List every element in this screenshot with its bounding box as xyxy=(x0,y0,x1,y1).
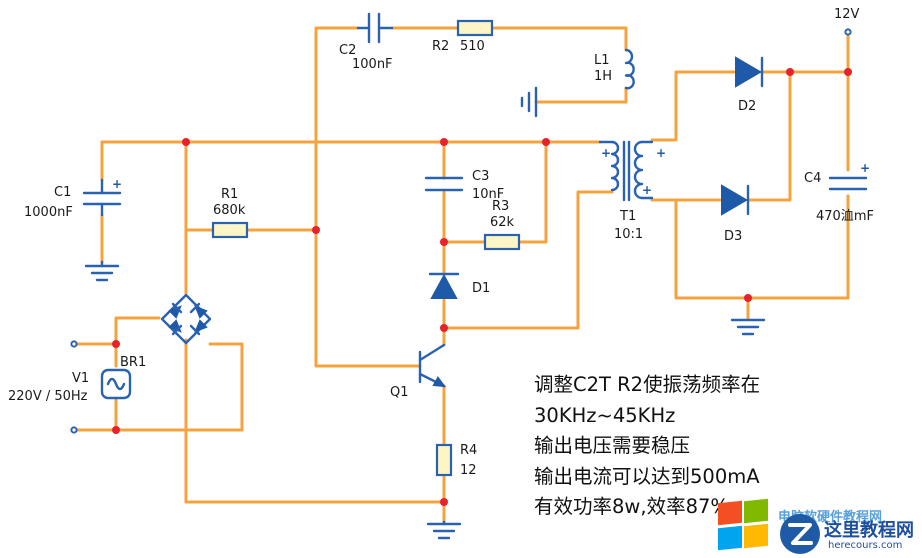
watermark: 电脑软硬件教程网 这里教程网 herecours.com xyxy=(716,498,922,557)
polarity-t1-secondary-top: + xyxy=(656,146,666,160)
watermark-z-icon xyxy=(780,514,820,554)
wires xyxy=(74,26,850,524)
ground-l1 xyxy=(520,86,538,118)
note-line-1: 调整C2T R2使振荡频率在 xyxy=(534,373,761,396)
note-line-2: 30KHz~45KHz xyxy=(534,403,676,427)
ground-c1 xyxy=(84,260,120,282)
design-notes: 调整C2T R2使振荡频率在 30KHz~45KHz 输出电压需要稳压 输出电流… xyxy=(534,370,760,523)
polarity-c4: + xyxy=(860,161,870,175)
label-d2-name: D2 xyxy=(738,99,756,114)
capacitor-c4 xyxy=(828,176,868,191)
label-r4-name: R4 xyxy=(460,443,477,458)
logo-square-red xyxy=(718,500,742,526)
resistor-r1 xyxy=(211,221,249,239)
resistor-r2 xyxy=(456,19,494,37)
bridge-rectifier-br1 xyxy=(160,293,212,345)
label-r2-value: 510 xyxy=(460,39,485,54)
polarity-c1: + xyxy=(112,177,122,191)
label-l1-name: L1 xyxy=(594,53,610,68)
capacitor-c1 xyxy=(82,178,122,217)
note-line-4: 输出电流可以达到500mA xyxy=(534,464,760,488)
terminals xyxy=(70,28,852,434)
inductor-l1 xyxy=(624,48,635,90)
junction-dots xyxy=(112,68,852,506)
note-line-5-b: 8w,效率 xyxy=(612,495,686,518)
label-v1-name: V1 xyxy=(72,371,89,386)
label-br1-name: BR1 xyxy=(120,355,146,370)
label-c3-name: C3 xyxy=(472,169,489,184)
label-r4-value: 12 xyxy=(460,463,477,478)
capacitor-c2 xyxy=(356,12,394,44)
logo-square-blue xyxy=(718,525,742,551)
logo-square-yellow xyxy=(744,523,768,549)
transformer-t1 xyxy=(598,140,654,202)
note-line-5-a: 有效功率 xyxy=(534,495,613,518)
label-vcc: 12V xyxy=(834,7,860,22)
polarity-t1-secondary-bottom: + xyxy=(642,183,652,197)
watermark-title: 这里教程网 xyxy=(824,520,914,541)
label-d1-name: D1 xyxy=(472,281,490,296)
windows-logo-icon xyxy=(716,498,772,552)
label-c2-name: C2 xyxy=(339,43,356,58)
label-t1-value: 10:1 xyxy=(614,227,643,242)
z-glyph-icon xyxy=(788,523,813,545)
logo-square-green xyxy=(744,498,768,524)
ac-source-v1 xyxy=(100,368,132,400)
label-r3-name: R3 xyxy=(492,199,509,214)
resistor-r4 xyxy=(435,443,453,477)
diode-d2 xyxy=(735,56,764,88)
label-c3-value: 10nF xyxy=(472,187,504,202)
polarity-t1-primary: + xyxy=(601,146,611,160)
label-c1-value: 1000nF xyxy=(24,205,73,220)
resistor-r3 xyxy=(483,233,521,251)
label-c2-value: 100nF xyxy=(352,57,393,72)
label-c1-name: C1 xyxy=(54,185,71,200)
label-q1-name: Q1 xyxy=(390,385,409,400)
ground-q1 xyxy=(426,520,462,540)
label-r1-name: R1 xyxy=(221,187,238,202)
diode-d3 xyxy=(721,184,750,216)
label-v1-value: 220V / 50Hz xyxy=(8,389,88,404)
diode-d1 xyxy=(428,272,460,299)
transistor-q1 xyxy=(418,343,447,388)
label-c4-value: 470洫mF xyxy=(816,209,874,224)
note-line-3: 输出电压需要稳压 xyxy=(534,434,691,457)
label-t1-name: T1 xyxy=(619,209,636,224)
label-r3-value: 62k xyxy=(490,215,515,230)
label-r2-name: R2 xyxy=(432,39,449,54)
label-l1-value: 1H xyxy=(594,69,612,84)
watermark-url: herecours.com xyxy=(828,540,903,551)
label-c4-name: C4 xyxy=(804,171,821,186)
ground-secondary xyxy=(730,318,766,336)
label-r1-value: 680k xyxy=(213,203,246,218)
capacitor-c3 xyxy=(424,176,464,192)
label-d3-name: D3 xyxy=(724,229,742,244)
